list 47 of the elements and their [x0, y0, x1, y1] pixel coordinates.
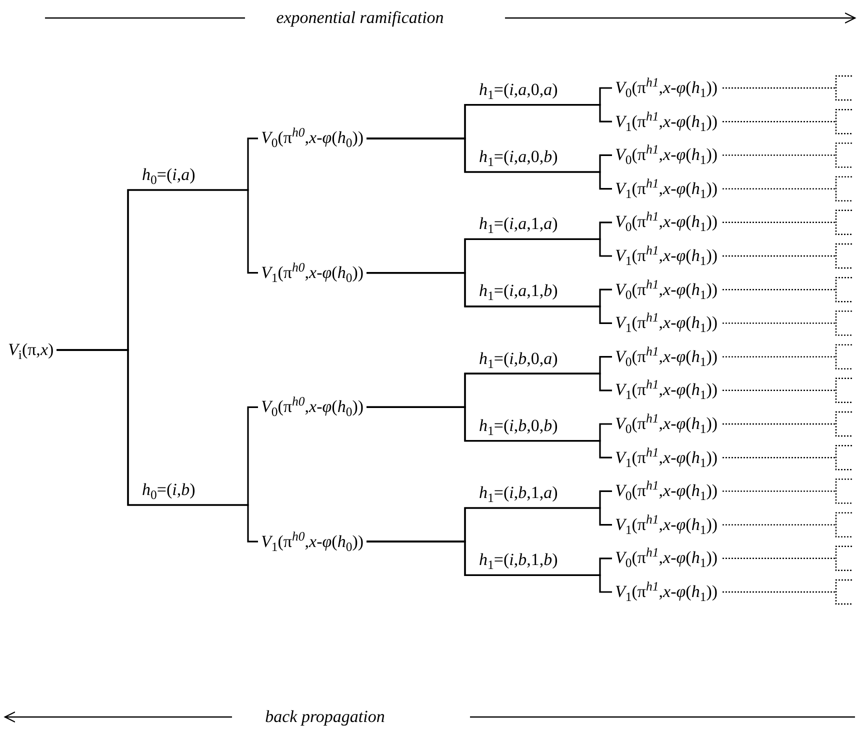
- formula-text: V$_{0}$(π$^{h1}$,x-φ(h$_{1}$)): [612, 76, 721, 100]
- dotted-line: [722, 423, 836, 425]
- formula-text: V$_{i}$(π,x): [5, 338, 57, 362]
- formula-text: V$_{0}$(π$^{h1}$,x-φ(h$_{1}$)): [612, 346, 721, 368]
- dotted-line: [722, 255, 836, 257]
- dotted-line: [722, 524, 836, 526]
- dotted-line: [722, 222, 836, 223]
- formula-text: V$_{0}$(π$^{h1}$,x-φ(h$_{1}$)): [612, 278, 721, 301]
- formula-text: V$_{1}$(π$^{h0}$,x-φ(h$_{0}$)): [258, 262, 367, 284]
- formula-text: V$_{1}$(π$^{h1}$,x-φ(h$_{1}$)): [612, 514, 721, 536]
- edge-label: h$_{0}$=(i,b): [140, 480, 198, 500]
- formula-text: V$_{1}$(π$^{h1}$,x-φ(h$_{1}$)): [612, 580, 721, 604]
- formula-text: V$_{1}$(π$^{h1}$,x-φ(h$_{1}$)): [612, 379, 721, 402]
- dotted-line: [722, 121, 836, 122]
- formula-text: V$_{1}$(π$^{h0}$,x-φ(h$_{0}$)): [258, 530, 367, 553]
- dotted-line: [722, 289, 836, 290]
- formula-text: V$_{1}$(π$^{h1}$,x-φ(h$_{1}$)): [612, 312, 721, 334]
- dotted-line: [722, 591, 836, 593]
- formula-text: V$_{0}$(π$^{h0}$,x-φ(h$_{0}$)): [258, 396, 367, 418]
- edge-label: h$_{1}$=(i,a,1,b): [477, 281, 560, 302]
- tree-branch: [56, 349, 258, 542]
- formula-text: V$_{0}$(π$^{h1}$,x-φ(h$_{1}$)): [612, 412, 721, 436]
- formula-text: V$_{1}$(π$^{h1}$,x-φ(h$_{1}$)): [612, 110, 721, 133]
- formula-text: V$_{1}$(π$^{h1}$,x-φ(h$_{1}$)): [612, 178, 721, 200]
- tree-branch: [366, 406, 612, 458]
- formula-text: V$_{1}$(π$^{h1}$,x-φ(h$_{1}$)): [612, 446, 721, 469]
- formula-text: V$_{0}$(π$^{h0}$,x-φ(h$_{0}$)): [258, 127, 367, 150]
- dotted-line: [722, 390, 836, 391]
- dotted-line: [722, 356, 836, 358]
- tree-branch: [366, 540, 612, 593]
- edge-label: h$_{1}$=(i,b,1,b): [477, 550, 560, 571]
- tree-branch: [366, 272, 612, 324]
- dotted-line: [722, 558, 836, 559]
- formula-text: V$_{1}$(π$^{h1}$,x-φ(h$_{1}$)): [612, 244, 721, 268]
- dotted-line: [722, 87, 836, 89]
- edge-label: h$_{0}$=(i,a): [140, 165, 198, 186]
- formula-text: V$_{0}$(π$^{h1}$,x-φ(h$_{1}$)): [612, 144, 721, 166]
- formula-text: V$_{0}$(π$^{h1}$,x-φ(h$_{1}$)): [612, 480, 721, 502]
- tree-branch: [366, 138, 612, 190]
- edge-label: h$_{1}$=(i,a,1,a): [477, 214, 560, 235]
- dotted-line: [722, 154, 836, 156]
- dotted-line: [722, 457, 836, 458]
- dotted-line: [722, 490, 836, 492]
- dotted-line: [722, 188, 836, 190]
- dotted-line: [722, 322, 836, 324]
- formula-text: V$_{0}$(π$^{h1}$,x-φ(h$_{1}$)): [612, 211, 721, 234]
- formula-text: V$_{0}$(π$^{h1}$,x-φ(h$_{1}$)): [612, 547, 721, 570]
